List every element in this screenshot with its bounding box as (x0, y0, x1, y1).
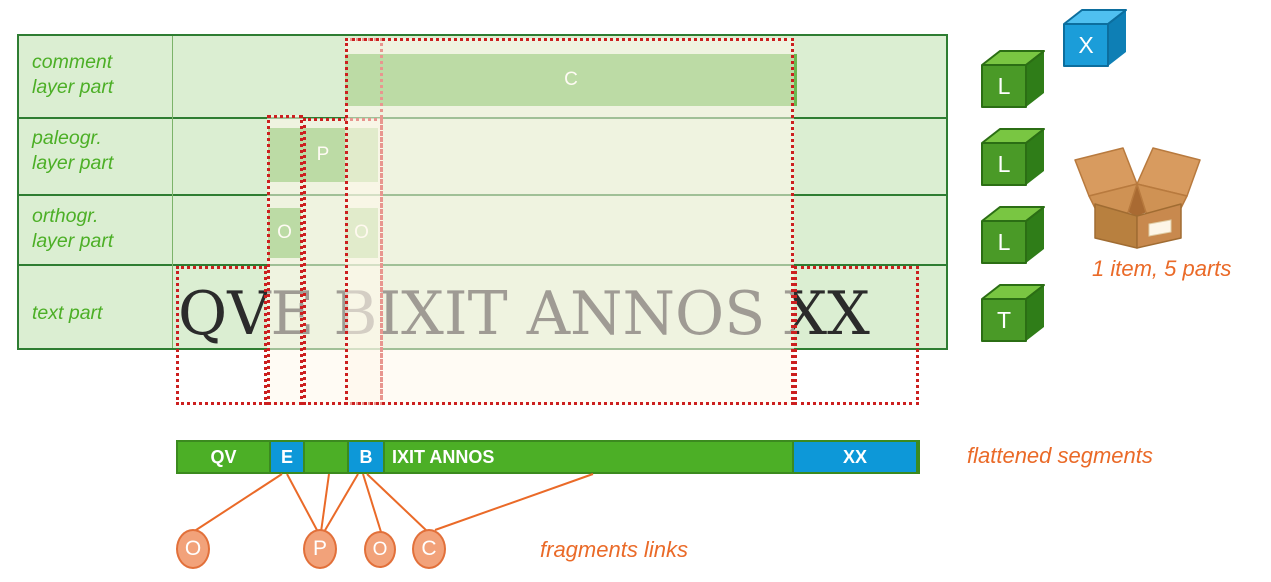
caption-flattened-segments: flattened segments (967, 443, 1153, 468)
dotted-box-c-comment (345, 38, 794, 405)
cube-l-1[interactable]: L (976, 47, 1045, 117)
segment-qv[interactable]: QV (178, 442, 269, 472)
flattened-segments-bar[interactable]: QV E B IXIT ANNOS XX (176, 440, 920, 474)
cube-label: L (997, 150, 1011, 177)
cube-x[interactable]: X (1058, 6, 1127, 76)
segment-label: B (359, 446, 373, 467)
fragment-node-c[interactable]: C (412, 529, 446, 569)
caption-item-parts: 1 item, 5 parts (1092, 256, 1232, 281)
caption-fragments-links: fragments links (540, 537, 688, 562)
cube-label: L (997, 72, 1011, 99)
segment-e[interactable]: E (269, 442, 305, 472)
label-column-divider (172, 36, 173, 348)
fragment-node-p[interactable]: P (303, 529, 337, 569)
fragment-node-label: O (184, 537, 202, 560)
segment-label: XX (842, 446, 867, 467)
cube-label: X (1078, 31, 1094, 58)
fragment-node-o-1[interactable]: O (176, 529, 210, 569)
row-label-orthographic: orthogr. layer part (32, 205, 114, 252)
fragment-node-label: C (421, 537, 437, 560)
segment-gap[interactable] (305, 442, 347, 472)
dotted-box-qve (176, 266, 267, 405)
cube-l-2[interactable]: L (976, 125, 1045, 195)
fragment-node-o-2[interactable]: O (364, 531, 396, 568)
segment-label: E (280, 446, 293, 467)
segment-label: QV (210, 446, 237, 467)
open-cardboard-box-icon (1065, 138, 1210, 253)
row-label-comment: comment layer part (32, 51, 114, 98)
cube-l-3[interactable]: L (976, 203, 1045, 273)
row-label-text-part: text part (32, 302, 103, 324)
dotted-box-e-orthographic (267, 115, 303, 405)
cube-label: T (996, 306, 1012, 333)
fragment-node-label: O (372, 538, 388, 560)
segment-ixit-annos[interactable]: IXIT ANNOS (385, 442, 792, 472)
dotted-box-xx (794, 266, 919, 405)
fragment-node-label: P (312, 537, 327, 560)
cube-t[interactable]: T (976, 281, 1045, 351)
row-label-paleographic: paleogr. layer part (32, 127, 114, 174)
cube-label: L (997, 228, 1011, 255)
segment-xx[interactable]: XX (792, 442, 918, 472)
segment-b[interactable]: B (347, 442, 385, 472)
segment-label: IXIT ANNOS (392, 446, 495, 467)
